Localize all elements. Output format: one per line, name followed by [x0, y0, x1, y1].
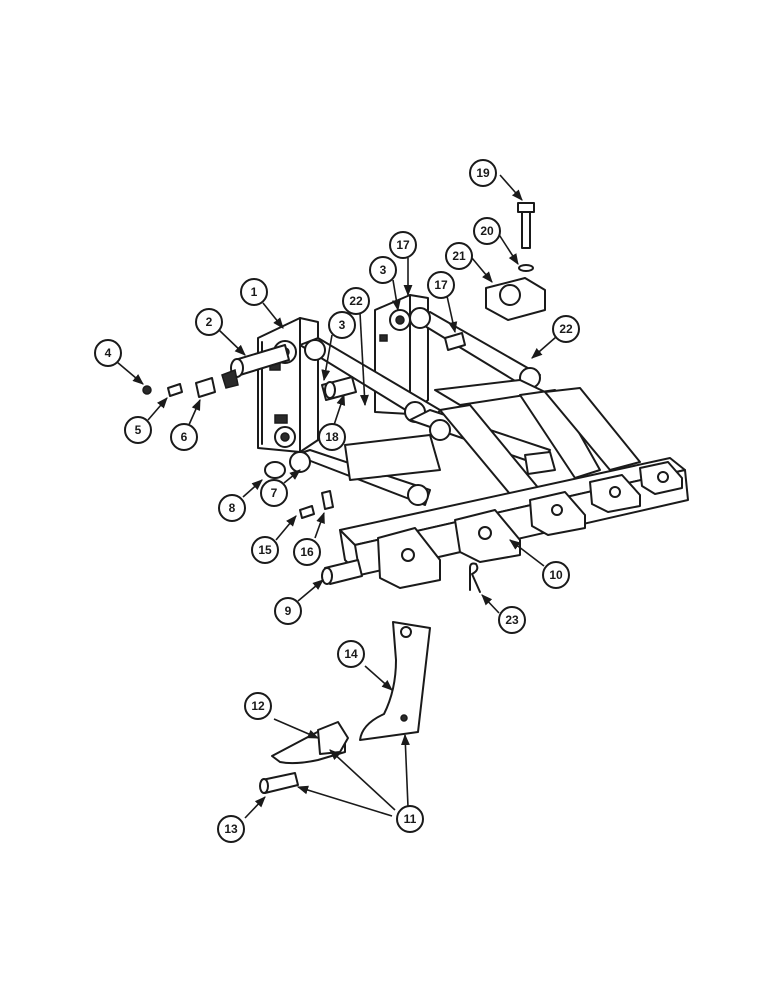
callout-18a: 17	[427, 271, 455, 299]
callout-9-label: 9	[285, 604, 292, 618]
callout-4: 4	[94, 339, 122, 367]
callout-20-label: 20	[480, 224, 494, 238]
callout-20: 20	[473, 217, 501, 245]
callout-11-label: 11	[404, 812, 417, 826]
callout-1-label: 1	[251, 285, 258, 299]
callout-13-label: 13	[224, 822, 238, 836]
callout-23: 23	[498, 606, 526, 634]
carrier-beams	[344, 379, 641, 501]
callout-4-label: 4	[105, 346, 112, 360]
callout-12: 12	[244, 692, 272, 720]
callout-5: 5	[124, 416, 152, 444]
main-toolbar-beam	[339, 457, 689, 589]
callout-5-label: 5	[135, 423, 142, 437]
callout-18b: 18	[318, 423, 346, 451]
callout-6: 6	[170, 423, 198, 451]
callout-17: 17	[389, 231, 417, 259]
callout-19: 19	[469, 159, 497, 187]
callout-18b-label: 18	[325, 430, 339, 444]
callout-7-label: 7	[271, 486, 278, 500]
callout-21: 21	[445, 242, 473, 270]
callout-14-label: 14	[344, 647, 358, 661]
callout-11: 11	[396, 805, 424, 833]
callout-10: 10	[542, 561, 570, 589]
small-hardware	[142, 202, 546, 519]
leader-lines	[116, 174, 557, 819]
callout-22a-label: 22	[349, 294, 363, 308]
callout-3a-label: 3	[380, 263, 387, 277]
callout-19-label: 19	[476, 166, 490, 180]
callout-3b-label: 3	[339, 318, 346, 332]
callout-14: 14	[337, 640, 365, 668]
callout-16-label: 16	[300, 545, 314, 559]
callout-13: 13	[217, 815, 245, 843]
ripper-shank	[359, 621, 431, 741]
linch-pin-23	[469, 562, 481, 593]
callout-22b-label: 22	[559, 322, 573, 336]
callout-18a-label: 17	[434, 278, 448, 292]
callout-2-label: 2	[206, 315, 213, 329]
callout-16: 16	[293, 538, 321, 566]
callout-22a: 22	[342, 287, 370, 315]
ripper-frame	[142, 202, 689, 593]
callout-17-label: 17	[396, 238, 410, 252]
callout-2: 2	[195, 308, 223, 336]
callout-3b: 3	[328, 311, 356, 339]
pin-2	[221, 344, 290, 389]
callout-1: 1	[240, 278, 268, 306]
pin-9	[321, 559, 363, 585]
callout-21-label: 21	[452, 249, 466, 263]
callout-12-label: 12	[251, 699, 265, 713]
callout-22b: 22	[552, 315, 580, 343]
callout-15: 15	[251, 536, 279, 564]
callout-9: 9	[274, 597, 302, 625]
callout-7: 7	[260, 479, 288, 507]
roll-pin	[259, 772, 299, 794]
callout-6-label: 6	[181, 430, 188, 444]
callout-23-label: 23	[505, 613, 519, 627]
callout-3a: 3	[369, 256, 397, 284]
ripper-point	[271, 721, 349, 765]
callout-8-label: 8	[229, 501, 236, 515]
callout-8: 8	[218, 494, 246, 522]
callout-15-label: 15	[258, 543, 272, 557]
callout-10-label: 10	[549, 568, 563, 582]
left-mounting-plate	[257, 317, 319, 453]
